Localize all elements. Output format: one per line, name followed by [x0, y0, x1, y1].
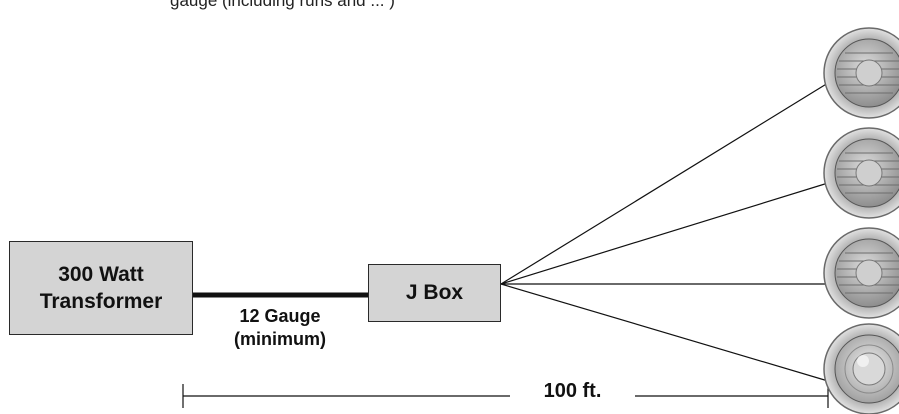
- pool-light-3: [823, 227, 899, 319]
- pool-light-2: [823, 127, 899, 219]
- transformer-label-line2: Transformer: [39, 290, 163, 313]
- wire-gauge-line2: (minimum): [234, 329, 326, 349]
- wire-to-light-4: [500, 283, 829, 382]
- wire-to-light-2: [500, 182, 829, 285]
- wire-gauge-label: 12 Gauge (minimum): [205, 305, 355, 351]
- jbox-label: J Box: [405, 281, 464, 304]
- transformer-label-line1: 300 Watt: [58, 263, 144, 286]
- wire-gauge-line1: 12 Gauge: [239, 306, 321, 326]
- junction-box: J Box: [368, 264, 501, 322]
- pool-light-1: [823, 27, 899, 119]
- distance-label: 100 ft.: [510, 380, 635, 403]
- wire-to-light-1: [500, 82, 829, 285]
- transformer-box: 300 Watt Transformer: [9, 241, 193, 335]
- top-caption-fragment: gauge (including runs and ... ): [170, 0, 395, 10]
- pool-light-4: [823, 323, 899, 414]
